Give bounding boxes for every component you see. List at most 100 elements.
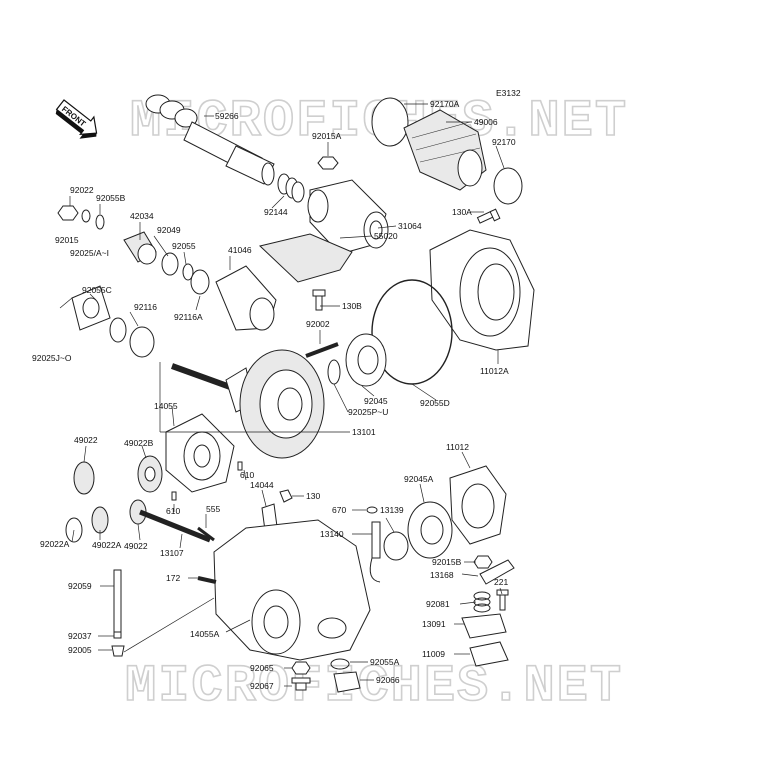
washer-92022-part	[81, 209, 91, 223]
callout-92015a: 92015A	[312, 131, 342, 141]
callout-92025p-u: 92025P~U	[348, 407, 388, 417]
nut-92015a-part	[317, 156, 339, 170]
callout-172: 172	[166, 573, 180, 583]
callout-92067: 92067	[250, 681, 274, 691]
shaft-13091-part	[461, 613, 507, 639]
callout-59266: 59266	[215, 111, 239, 121]
leader-lines	[59, 103, 505, 687]
o-ring-92055b-part	[95, 214, 105, 230]
washer-92065-part	[291, 661, 311, 675]
callout-92170: 92170	[492, 137, 516, 147]
callout-49022-upper: 49022	[74, 435, 98, 445]
callout-11012: 11012	[446, 442, 469, 452]
housing-31064-part	[307, 179, 389, 255]
callout-92002: 92002	[306, 319, 330, 329]
clamp-part	[493, 167, 523, 205]
cover-11012a-part	[429, 229, 535, 351]
nut-92015-part	[57, 205, 79, 221]
bolt-130b-part	[312, 289, 326, 311]
callout-92059: 92059	[68, 581, 92, 591]
callout-92055d: 92055D	[420, 398, 450, 408]
callout-92055: 92055	[172, 241, 196, 251]
watermark-bottom: MICROFICHES.NET	[125, 657, 623, 716]
callout-13107: 13107	[160, 548, 184, 558]
callout-92045: 92045	[364, 396, 388, 406]
o-ring-92055-part	[182, 263, 194, 281]
callout-555: 555	[206, 504, 220, 514]
callout-13140: 13140	[320, 529, 344, 539]
callout-92022: 92022	[70, 185, 94, 195]
callout-92055c: 92055C	[82, 285, 112, 295]
bolt-172-part	[197, 576, 217, 584]
bearing-92045-part	[345, 333, 387, 387]
front-arrow-icon: FRONT	[55, 99, 98, 139]
callout-92049: 92049	[157, 225, 181, 235]
bolt-130a-part	[476, 208, 501, 224]
o-ring-92055a-part	[330, 658, 350, 670]
boot-part	[403, 109, 487, 191]
callout-13101: 13101	[352, 427, 376, 437]
gear-49022-part	[73, 461, 95, 495]
gear-13139-part	[383, 531, 409, 561]
gear-case-14055a-part	[213, 519, 371, 661]
callout-92037: 92037	[68, 631, 92, 641]
callout-92025-a-i: 92025/A~I	[70, 248, 109, 258]
callout-41046: 41046	[228, 245, 252, 255]
washer-670-part	[366, 506, 378, 514]
shaft-92059-part	[113, 569, 122, 633]
callout-92045a: 92045A	[404, 474, 434, 484]
callout-13168: 13168	[430, 570, 454, 580]
cover-plate-92025jo-part	[71, 285, 111, 331]
shaft-13107-part	[139, 509, 211, 543]
drive-shaft-part	[145, 94, 275, 186]
callout-14055: 14055	[154, 401, 178, 411]
nut-92015b-part	[473, 555, 493, 569]
spring-92081-part	[473, 591, 491, 613]
callout-14055a: 14055A	[190, 629, 220, 639]
shim-92025pu-part	[327, 359, 341, 385]
callout-92065: 92065	[250, 663, 274, 673]
bolt-92002-part	[305, 342, 339, 358]
arm-13168-part	[479, 559, 515, 585]
callout-14044: 14044	[250, 480, 274, 490]
callout-670: 670	[332, 505, 346, 515]
bearing-92045a-part	[407, 501, 453, 559]
callout-92066: 92066	[376, 675, 400, 685]
callout-92015: 92015	[55, 235, 79, 245]
plug-92066-part	[333, 671, 361, 693]
callout-92081: 92081	[426, 599, 450, 609]
spring-part	[277, 173, 305, 203]
callout-610-lower: 610	[166, 506, 180, 516]
callout-92005: 92005	[68, 645, 92, 655]
callout-42034: 42034	[130, 211, 154, 221]
ring-gear-part	[170, 349, 325, 459]
callout-49006: 49006	[474, 117, 498, 127]
callout-92170a: 92170A	[430, 99, 460, 109]
callout-11012a: 11012A	[480, 366, 509, 376]
seal-92049-part	[161, 252, 179, 276]
callout-130b: 130B	[342, 301, 362, 311]
shaft-13140-part	[369, 521, 381, 583]
plate-part	[258, 233, 353, 283]
callout-92025j-o: 92025J~O	[32, 353, 72, 363]
callout-130a: 130A	[452, 207, 472, 217]
o-ring-92055c-part	[109, 317, 127, 343]
bolt-221-part	[496, 589, 509, 611]
bearing-92116a-part	[190, 269, 210, 295]
bolt-130-part	[279, 489, 293, 503]
callout-49022a: 49022A	[92, 540, 122, 550]
callout-49022-lower: 49022	[124, 541, 148, 551]
callout-130: 130	[306, 491, 320, 501]
bearing-92116-part	[129, 326, 155, 358]
pin-92037-part	[113, 631, 122, 639]
callout-92144: 92144	[264, 207, 288, 217]
callout-55020: 55020	[374, 231, 398, 241]
gear-49022b-part	[137, 455, 163, 493]
callout-31064: 31064	[398, 221, 422, 231]
spline-42034-part	[123, 231, 157, 265]
callout-92055b: 92055B	[96, 193, 126, 203]
callout-92116a: 92116A	[174, 312, 203, 322]
callout-92055a: 92055A	[370, 657, 400, 667]
pin-610b-part	[171, 491, 177, 501]
